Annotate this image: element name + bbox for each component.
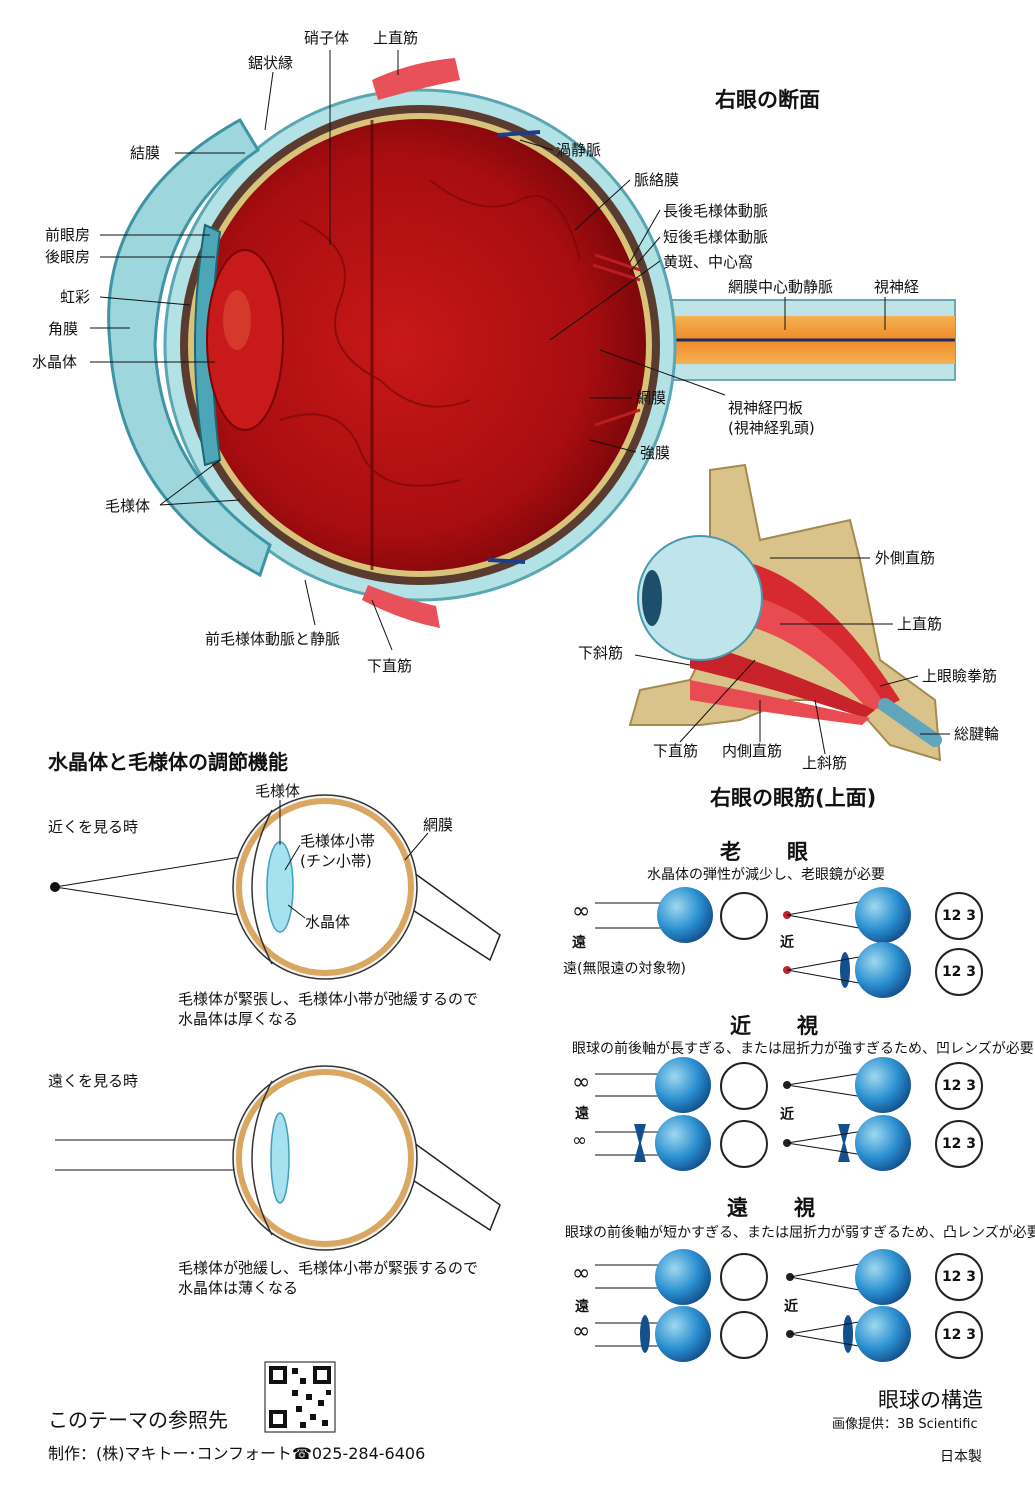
presbyopia-far-label: 遠	[572, 935, 586, 951]
mouse-clear-icon	[720, 1311, 768, 1359]
reference-text: このテーマの参照先	[48, 1408, 228, 1432]
far-desc-line2: 水晶体は薄くなる	[178, 1279, 299, 1297]
near-label-lens: 水晶体	[305, 913, 351, 931]
near-label-retina: 網膜	[423, 816, 454, 834]
myopia-title: 近視	[730, 1014, 864, 1038]
label-inferior-oblique: 下斜筋	[578, 644, 624, 662]
near-desc-line2: 水晶体は厚くなる	[178, 1010, 299, 1028]
numbers-clear-icon: 12 3	[935, 1311, 983, 1359]
myopia-diagrams	[595, 1057, 911, 1171]
label-lens: 水晶体	[32, 353, 78, 371]
hyperopia-diagrams	[595, 1249, 911, 1362]
accommodation-near-diagram	[50, 794, 501, 980]
label-central-retinal-vein: 網膜中心動静脈	[728, 278, 834, 296]
hyperopia-title: 遠視	[727, 1196, 861, 1220]
hyperopia-desc: 眼球の前後軸が短かすぎる、または屈折力が弱すぎるため、凸レンズが必要	[565, 1225, 1035, 1241]
numbers-clear-icon: 12 3	[935, 1120, 983, 1168]
eyeball-top-view	[637, 535, 763, 661]
label-superior-rectus: 上直筋	[373, 29, 419, 47]
infinity-symbol: ∞	[572, 1261, 591, 1286]
label-inferior-rectus: 下直筋	[367, 657, 413, 675]
label-ciliary-body: 毛様体	[105, 497, 151, 515]
presbyopia-far-note: 遠(無限遠の対象物)	[563, 961, 686, 977]
mouse-blurred-icon	[720, 892, 768, 940]
label-vortex-vein: 渦静脈	[556, 141, 602, 159]
label-iris: 虹彩	[60, 288, 91, 306]
numbers-clear-icon: 12 3	[935, 892, 983, 940]
label-macula: 黄斑、中心窩	[663, 253, 754, 271]
accommodation-far-diagram	[55, 1065, 501, 1251]
numbers-blurred-icon: 12 3	[935, 1253, 983, 1301]
label-optic-disc: 視神経円板 (視神経乳頭)	[728, 398, 815, 438]
leader-lines-near	[279, 800, 429, 919]
infinity-symbol: ∞	[572, 1070, 591, 1095]
hyperopia-far-label: 遠	[575, 1299, 589, 1315]
label-superior-oblique: 上斜筋	[802, 754, 848, 772]
accommodation-title: 水晶体と毛様体の調節機能	[48, 750, 288, 774]
label-short-ciliary-artery: 短後毛様体動脈	[663, 228, 769, 246]
label-medial-rectus: 内側直筋	[722, 742, 783, 760]
leader-lines-main	[90, 50, 886, 651]
label-vitreous: 硝子体	[304, 29, 350, 47]
infinity-symbol: ∞	[572, 899, 591, 924]
qr-code	[264, 1361, 336, 1433]
mouse-clear-icon	[720, 1120, 768, 1168]
label-ora-serrata: 鋸状縁	[248, 54, 294, 72]
hyperopia-near-label: 近	[784, 1299, 798, 1315]
label-optic-nerve: 視神経	[874, 278, 920, 296]
label-optic-disc-line2: (視神経乳頭)	[728, 419, 815, 437]
label-levator-palpebrae: 上眼瞼拳筋	[922, 667, 998, 685]
near-label-zonule: 毛様体小帯	[300, 832, 376, 850]
producer-text: 制作：(株)マキトー･コンフォート☎025-284-6406	[48, 1444, 426, 1463]
numbers-clear-icon: 12 3	[935, 948, 983, 996]
mouse-clear-icon	[720, 1253, 768, 1301]
image-credit: 画像提供：3B Scientific	[832, 1417, 978, 1432]
muscles-title: 右眼の眼筋(上面)	[710, 786, 877, 810]
label-anterior-chamber: 前眼房	[45, 226, 91, 244]
cross-section-title: 右眼の断面	[715, 88, 820, 112]
presbyopia-diagrams	[595, 887, 911, 998]
label-inferior-rectus-top: 下直筋	[653, 742, 699, 760]
poster-title: 眼球の構造	[878, 1388, 983, 1412]
cornea	[107, 117, 272, 578]
myopia-far-label: 遠	[575, 1106, 589, 1122]
myopia-near-label: 近	[780, 1107, 794, 1123]
vitreous-body	[194, 119, 646, 571]
near-label-ciliary-body: 毛様体	[255, 782, 301, 800]
label-sclera: 強膜	[640, 444, 671, 462]
presbyopia-desc: 水晶体の弾性が減少し、老眼鏡が必要	[647, 867, 885, 883]
label-superior-rectus-top: 上直筋	[897, 615, 943, 633]
presbyopia-title: 老眼	[720, 840, 854, 864]
mouse-blurred-icon	[720, 1062, 768, 1110]
label-choroid: 脈絡膜	[634, 171, 680, 189]
near-heading: 近くを見る時	[48, 818, 139, 836]
presbyopia-near-label: 近	[780, 935, 794, 951]
label-anterior-ciliary-vessels: 前毛様体動脈と静脈	[205, 630, 341, 648]
extraocular-muscles-illustration	[628, 463, 942, 762]
eyeball-cross-section	[107, 58, 956, 628]
label-conjunctiva: 結膜	[130, 144, 161, 162]
label-long-ciliary-artery: 長後毛様体動脈	[663, 202, 769, 220]
made-in-japan: 日本製	[940, 1449, 982, 1465]
infinity-symbol: ∞	[572, 1130, 587, 1151]
near-desc-line1: 毛様体が緊張し、毛様体小帯が弛緩するので	[178, 990, 479, 1008]
far-desc-line1: 毛様体が弛緩し、毛様体小帯が緊張するので	[178, 1259, 479, 1277]
myopia-desc: 眼球の前後軸が長すぎる、または屈折力が強すぎるため、凹レンズが必要	[572, 1041, 1034, 1057]
inferior-rectus-muscle	[362, 585, 440, 628]
label-retina: 網膜	[636, 389, 667, 407]
near-label-zonule-alt: (チン小帯)	[300, 852, 372, 870]
numbers-clear-icon: 12 3	[935, 1062, 983, 1110]
label-cornea: 角膜	[48, 320, 79, 338]
infinity-symbol: ∞	[572, 1319, 591, 1344]
label-lateral-rectus: 外側直筋	[875, 549, 936, 567]
superior-rectus-muscle	[372, 58, 460, 100]
label-optic-disc-line1: 視神経円板	[728, 399, 804, 417]
label-annulus-of-zinn: 総腱輪	[954, 725, 1000, 743]
label-posterior-chamber: 後眼房	[45, 248, 91, 266]
far-heading: 遠くを見る時	[48, 1072, 139, 1090]
leader-lines-muscles	[634, 557, 950, 755]
